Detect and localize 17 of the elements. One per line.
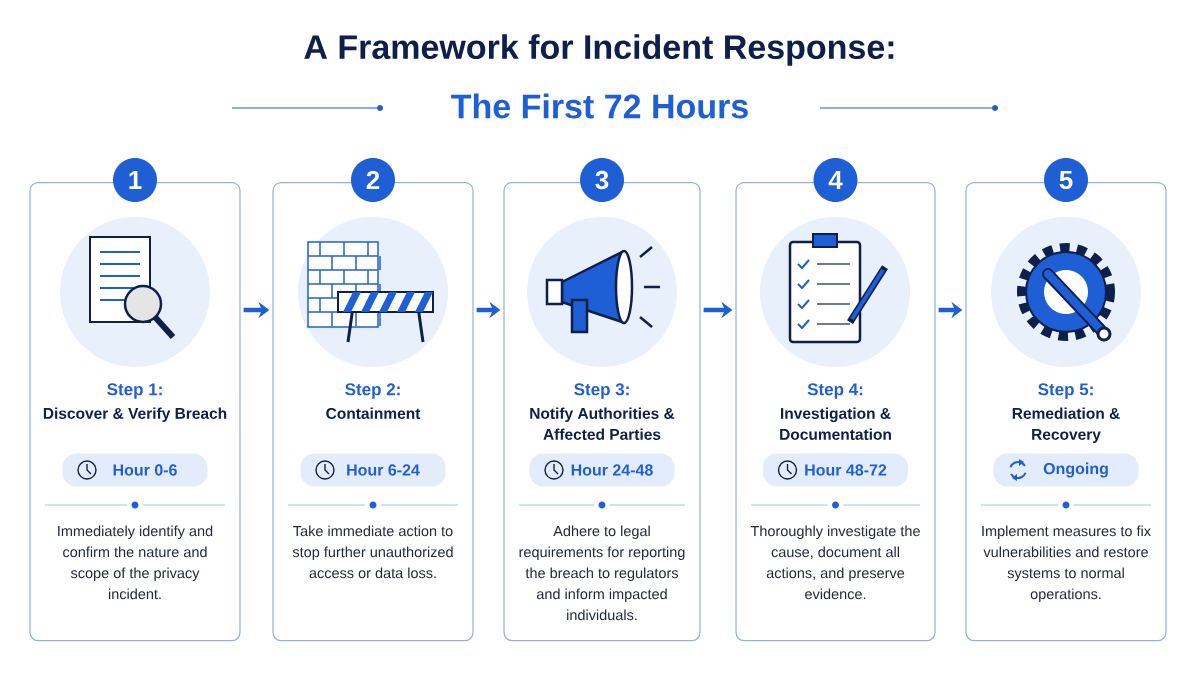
step-heading: Investigation & Documentation: [780, 407, 891, 440]
step-description: Adhere to legal requirements for reporting the breach to regulators and inform impacted individuals.: [519, 525, 685, 621]
step-heading: Remediation & Recovery: [1012, 407, 1120, 443]
title: A Framework for Incident Response:: [304, 34, 894, 66]
step-description: Immediately identify and confirm the nature and scope of the privacy incident.: [58, 525, 213, 600]
step-label: Step 5:: [1038, 383, 1093, 399]
step-description: Thoroughly investigate the cause, document all actions, and preserve evidence.: [750, 525, 920, 600]
step-description: Take immediate action to stop further unauthorized access or data loss.: [292, 525, 453, 579]
step-label: Step 4:: [807, 383, 863, 399]
subtitle: The First 72 Hours: [451, 93, 748, 119]
step-heading: Notify Authorities & Affected Parties: [530, 407, 675, 440]
step-heading: Containment: [326, 407, 421, 419]
step-label: Step 2:: [345, 383, 400, 399]
step-description: Implement measures to fix vulnerabilities and restore systems to normal operations.: [982, 525, 1151, 603]
step-label: Step 3:: [574, 383, 629, 399]
step-label: Step 1:: [107, 383, 162, 399]
step-heading: Discover & Verify Breach: [43, 407, 227, 422]
